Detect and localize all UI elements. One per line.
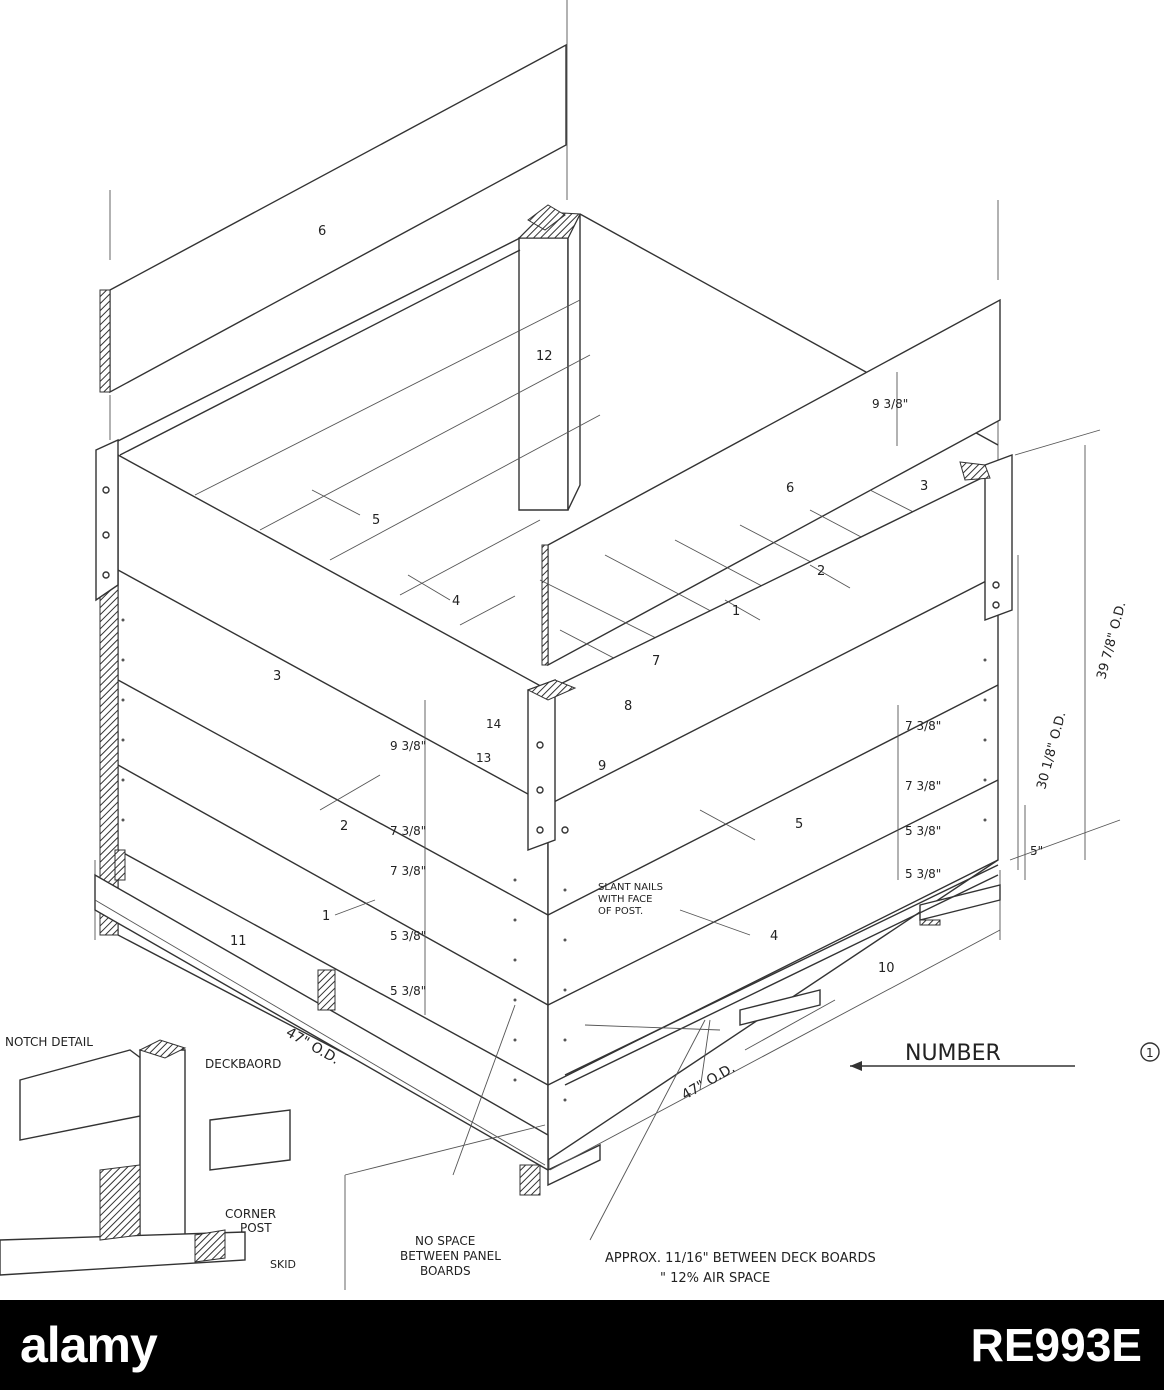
part-12: 12 [536, 349, 553, 364]
part-13: 13 [476, 751, 491, 765]
part-labels: 6 12 6 3 3 5 4 2 1 7 8 9 5 2 1 4 10 11 1… [230, 224, 928, 976]
notch-detail-labels: NOTCH DETAIL DECKBAORD CORNER POST SKID [5, 1035, 296, 1271]
part-5-front: 5 [795, 817, 803, 832]
note-no-space-3: BOARDS [420, 1264, 471, 1278]
assembly-notes: SLANT NAILS WITH FACE OF POST. NO SPACE … [400, 882, 876, 1286]
dimension-lines [94, 429, 1121, 1171]
note-air-space: " 12% AIR SPACE [660, 1271, 770, 1286]
alamy-logo-text: alamy [20, 1317, 158, 1373]
part-8: 8 [624, 699, 632, 714]
part-5-back: 5 [372, 513, 380, 528]
right-panel-board-6 [541, 298, 1001, 667]
part-1-back: 1 [732, 604, 740, 619]
figure-label-text: NUMBER [905, 1041, 1001, 1066]
dim-height-total: 39 7/8" O.D. [1094, 600, 1129, 681]
grain-arrows [311, 489, 851, 936]
note-leaders [344, 1004, 706, 1290]
dim-right-5-3-8-b: 5 3/8" [905, 867, 941, 881]
dim-height-box: 30 1/8" O.D. [1034, 710, 1069, 791]
bin-assembly-drawing: 6 12 6 3 3 5 4 2 1 7 8 9 5 2 1 4 10 11 1… [0, 0, 1160, 1290]
skid-base [94, 849, 1001, 1196]
part-9: 9 [598, 759, 606, 774]
dim-skid-height: 5" [1030, 844, 1043, 858]
note-no-space-1: NO SPACE [415, 1234, 475, 1248]
dim-left-5-3-8-a: 5 3/8" [390, 929, 426, 943]
figure-label: NUMBER 1 [850, 1041, 1160, 1071]
part-11: 11 [230, 934, 247, 949]
note-deck-gap: APPROX. 11/16" BETWEEN DECK BOARDS [605, 1251, 876, 1266]
part-4-back: 4 [452, 594, 460, 609]
dim-right-7-3-8-a: 7 3/8" [905, 719, 941, 733]
dim-left-9-3-8: 9 3/8" [390, 739, 426, 753]
notch-corner-post-2: POST [240, 1221, 272, 1235]
part-7: 7 [652, 654, 660, 669]
watermark-bar: alamy RE993E [0, 1300, 1164, 1390]
alamy-logo: alamy [20, 1314, 490, 1376]
part-4-front: 4 [770, 929, 778, 944]
part-2-back: 2 [817, 564, 825, 579]
note-slant-nails-3: OF POST. [598, 906, 643, 917]
top-panel-board-6 [99, 43, 567, 394]
figure-number: 1 [1146, 1046, 1154, 1060]
nail-dots [121, 618, 987, 1102]
corner-posts [95, 438, 1013, 852]
notch-corner-post-1: CORNER [225, 1207, 276, 1221]
dim-right-5-3-8-a: 5 3/8" [905, 824, 941, 838]
note-no-space-2: BETWEEN PANEL [400, 1249, 501, 1263]
dim-right-7-3-8-b: 7 3/8" [905, 779, 941, 793]
notch-deckboard-label: DECKBAORD [205, 1057, 281, 1071]
part-14: 14 [486, 717, 501, 731]
corner-post-12 [517, 204, 581, 511]
part-6-top: 6 [318, 224, 326, 239]
part-6-right: 6 [786, 481, 794, 496]
dim-right-panel: 9 3/8" [872, 397, 908, 411]
note-slant-nails-1: SLANT NAILS [598, 882, 663, 893]
part-1-front: 1 [322, 909, 330, 924]
front-right-wall [547, 468, 999, 1162]
part-3-left: 3 [273, 669, 281, 684]
dim-left-5-3-8-b: 5 3/8" [390, 984, 426, 998]
part-2-front: 2 [340, 819, 348, 834]
part-3-right: 3 [920, 479, 928, 494]
note-slant-nails-2: WITH FACE [598, 894, 652, 905]
notch-detail-title: NOTCH DETAIL [5, 1035, 93, 1049]
dim-left-7-3-8-b: 7 3/8" [390, 864, 426, 878]
part-10: 10 [878, 961, 895, 976]
drawing-area: 6 12 6 3 3 5 4 2 1 7 8 9 5 2 1 4 10 11 1… [0, 0, 1160, 1290]
dim-left-7-3-8-a: 7 3/8" [390, 824, 426, 838]
stock-id: RE993E [970, 1319, 1142, 1371]
notch-skid-label: SKID [270, 1258, 296, 1271]
notch-detail-sketch [0, 1039, 291, 1276]
